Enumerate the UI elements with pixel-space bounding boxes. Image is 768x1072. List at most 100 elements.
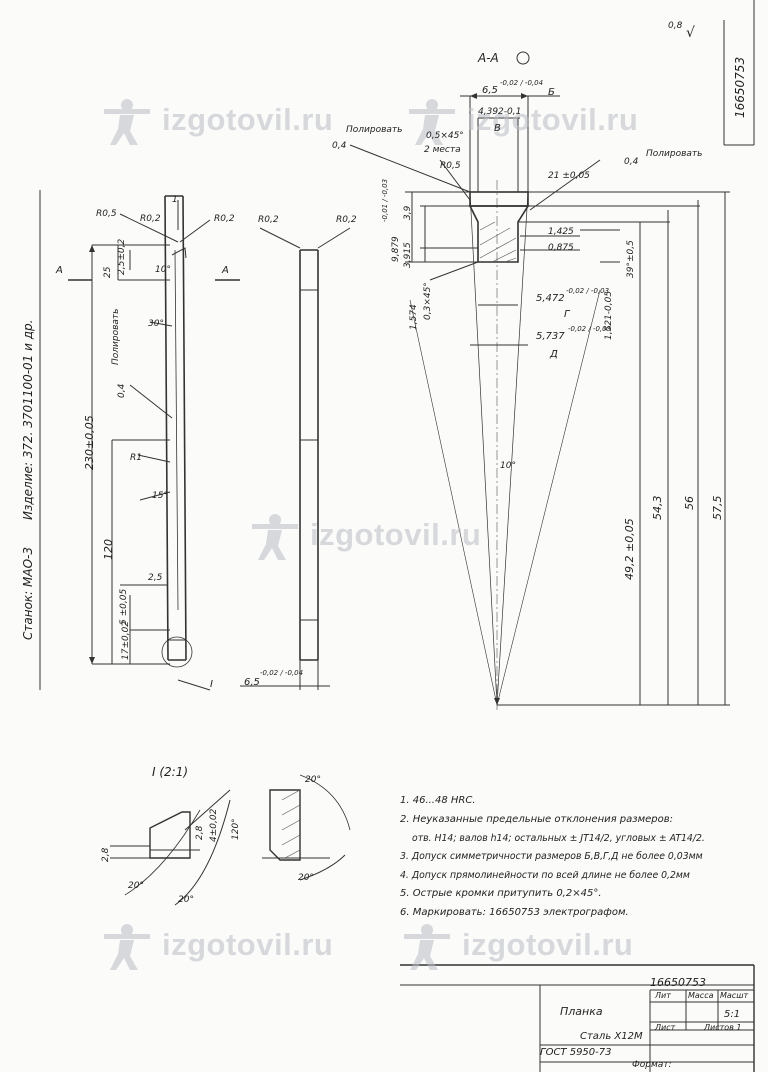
dim-a-04-right: 0,4 [624, 157, 639, 167]
cut-marker-right: А [222, 265, 229, 276]
dim-a-b: Б [548, 87, 555, 98]
detail-28b: 2,8 [195, 825, 205, 840]
detail-20d: 20° [298, 873, 314, 883]
section-head [469, 191, 529, 207]
dim-25c: 2,5 [148, 573, 163, 583]
note-line: 3. Допуск симметричности размеров Б,В,Г,… [400, 851, 703, 863]
dim-a-d: Д [550, 349, 558, 360]
watermark: izgotovil.ru [248, 505, 481, 565]
note-line: 5. Острые кромки притупить 0,2×45°. [400, 887, 602, 899]
polish-label-left: Полировать [111, 308, 121, 365]
dim-a-2places: 2 места [424, 145, 461, 155]
dim-a-1521: 1,521-0,05 [604, 290, 614, 340]
dim-r1: R1 [130, 453, 142, 463]
dim-a-03x45: 0,3×45° [423, 282, 433, 320]
note-line: 1. 46...48 HRC. [400, 795, 476, 806]
detail-20b: 20° [128, 881, 144, 891]
dim-a-5737: 5,737 [536, 331, 565, 342]
format-label: Формат: [632, 1060, 672, 1070]
dim-a-65: 6,5 [482, 85, 498, 96]
watermark-logo-icon [404, 924, 450, 970]
watermark-logo-icon [104, 924, 150, 970]
dim-a-r05: R0,5 [440, 161, 461, 171]
watermark-text: izgotovil.ru [162, 927, 334, 962]
watermark-logo-icon [409, 99, 455, 145]
dim-r02-mid-a: R0,2 [258, 215, 279, 225]
dim-a-5737-tol: -0,02 / -0,03 [568, 325, 612, 333]
dim-25: 25 [103, 266, 113, 278]
dim-1: 1 [172, 195, 178, 205]
detail-view-right [269, 789, 301, 861]
dim-a-1425: 1,425 [548, 227, 574, 237]
dim-04-left: 0,4 [117, 383, 127, 398]
watermark: izgotovil.ru [100, 90, 333, 150]
dim-65-mid-tol: -0,02 / -0,04 [260, 669, 304, 677]
note-line: 6. Маркировать: 16650753 электрографом. [400, 906, 629, 918]
dim-a-v: В [494, 123, 501, 134]
detail-120: 120° [231, 818, 241, 840]
dim-a-4392: 4,392-0,1 [478, 107, 522, 117]
roughness-symbol: √ [686, 25, 695, 41]
cut-marker-left: А [56, 265, 63, 276]
dim-a-0875: 0,875 [548, 243, 574, 253]
machine-label: Станок: МАО-3 [21, 547, 35, 640]
section-label: А-А [478, 51, 499, 65]
corner-doc-code: 16650753 [733, 56, 747, 118]
dim-a-05x45: 0,5×45° [426, 131, 464, 141]
dim-r02-a: R0,2 [140, 214, 161, 224]
dim-a-21: 21 ±0,05 [548, 171, 590, 181]
material-line1: Сталь Х12М [580, 1031, 643, 1042]
dim-a-9879: 9,879 [391, 236, 401, 262]
note-line: 2. Неуказанные предельные отклонения раз… [400, 814, 674, 825]
sheets-label: Листов 1 [704, 1023, 742, 1032]
watermark-text: izgotovil.ru [310, 517, 482, 552]
detail-view-left [149, 811, 191, 859]
dim-30deg: 30° [148, 319, 164, 329]
note-line: отв. Н14; валов h14; остальных ± JT14/2,… [412, 833, 705, 844]
dim-r05: R0,5 [96, 209, 117, 219]
dim-a-65-tol: -0,02 / -0,04 [500, 79, 544, 87]
watermark-logo-icon [104, 99, 150, 145]
part-outline-left [164, 195, 169, 661]
dim-r02-b: R0,2 [214, 214, 235, 224]
dim-25b: 2,5±0,2 [117, 238, 127, 275]
note-line: 4. Допуск прямолинейности по всей длине … [400, 869, 690, 881]
dim-a-5472-tol: -0,02 / -0,03 [566, 287, 610, 295]
col-mass: Масса [688, 991, 714, 1000]
col-lit: Лит [655, 991, 671, 1000]
detail-20c: 20° [178, 895, 194, 905]
dim-r02-mid-b: R0,2 [336, 215, 357, 225]
detail-4: 4±0,02 [209, 808, 219, 842]
watermark: izgotovil.ru [100, 915, 333, 975]
polish-label-a2: Полировать [646, 149, 703, 159]
title-doc-code: 16650753 [650, 976, 706, 989]
watermark-text: izgotovil.ru [467, 102, 639, 137]
roughness-value: 0,8 [668, 21, 683, 31]
dim-230: 230±0,05 [83, 415, 96, 470]
col-scale: Масшт [720, 991, 749, 1000]
dim-a-543: 54,3 [651, 495, 664, 521]
scale-value: 5:1 [724, 1009, 741, 1020]
dim-15deg: 15° [152, 491, 168, 501]
dim-a-g: Г [564, 309, 570, 320]
dim-10deg: 10° [155, 265, 171, 275]
dim-5: 5 ±0,05 [119, 588, 129, 625]
product-label: Изделие: 372. 3701100-01 и др. [21, 319, 35, 520]
sheet-label: Лист [655, 1023, 676, 1032]
dim-a-575: 57,5 [711, 495, 724, 521]
dim-a-492: 49,2 ±0,05 [623, 518, 636, 580]
part-name: Планка [560, 1005, 603, 1018]
dim-65-mid: 6,5 [244, 677, 260, 688]
watermark: izgotovil.ru [405, 90, 638, 150]
dim-a-39deg: 39°±0,5 [626, 240, 636, 278]
watermark: izgotovil.ru [400, 915, 633, 975]
detail-28a: 2,8 [101, 847, 111, 862]
polish-label-a1: Полировать [346, 125, 403, 135]
watermark-logo-icon [252, 514, 298, 560]
technical-notes: 1. 46...48 HRC. 2. Неуказанные предельны… [400, 796, 762, 918]
detail-label: I (2:1) [152, 765, 189, 779]
dim-120: 120 [102, 539, 115, 560]
dim-a-04-left: 0,4 [332, 141, 347, 151]
detail-marker: I [210, 679, 213, 690]
